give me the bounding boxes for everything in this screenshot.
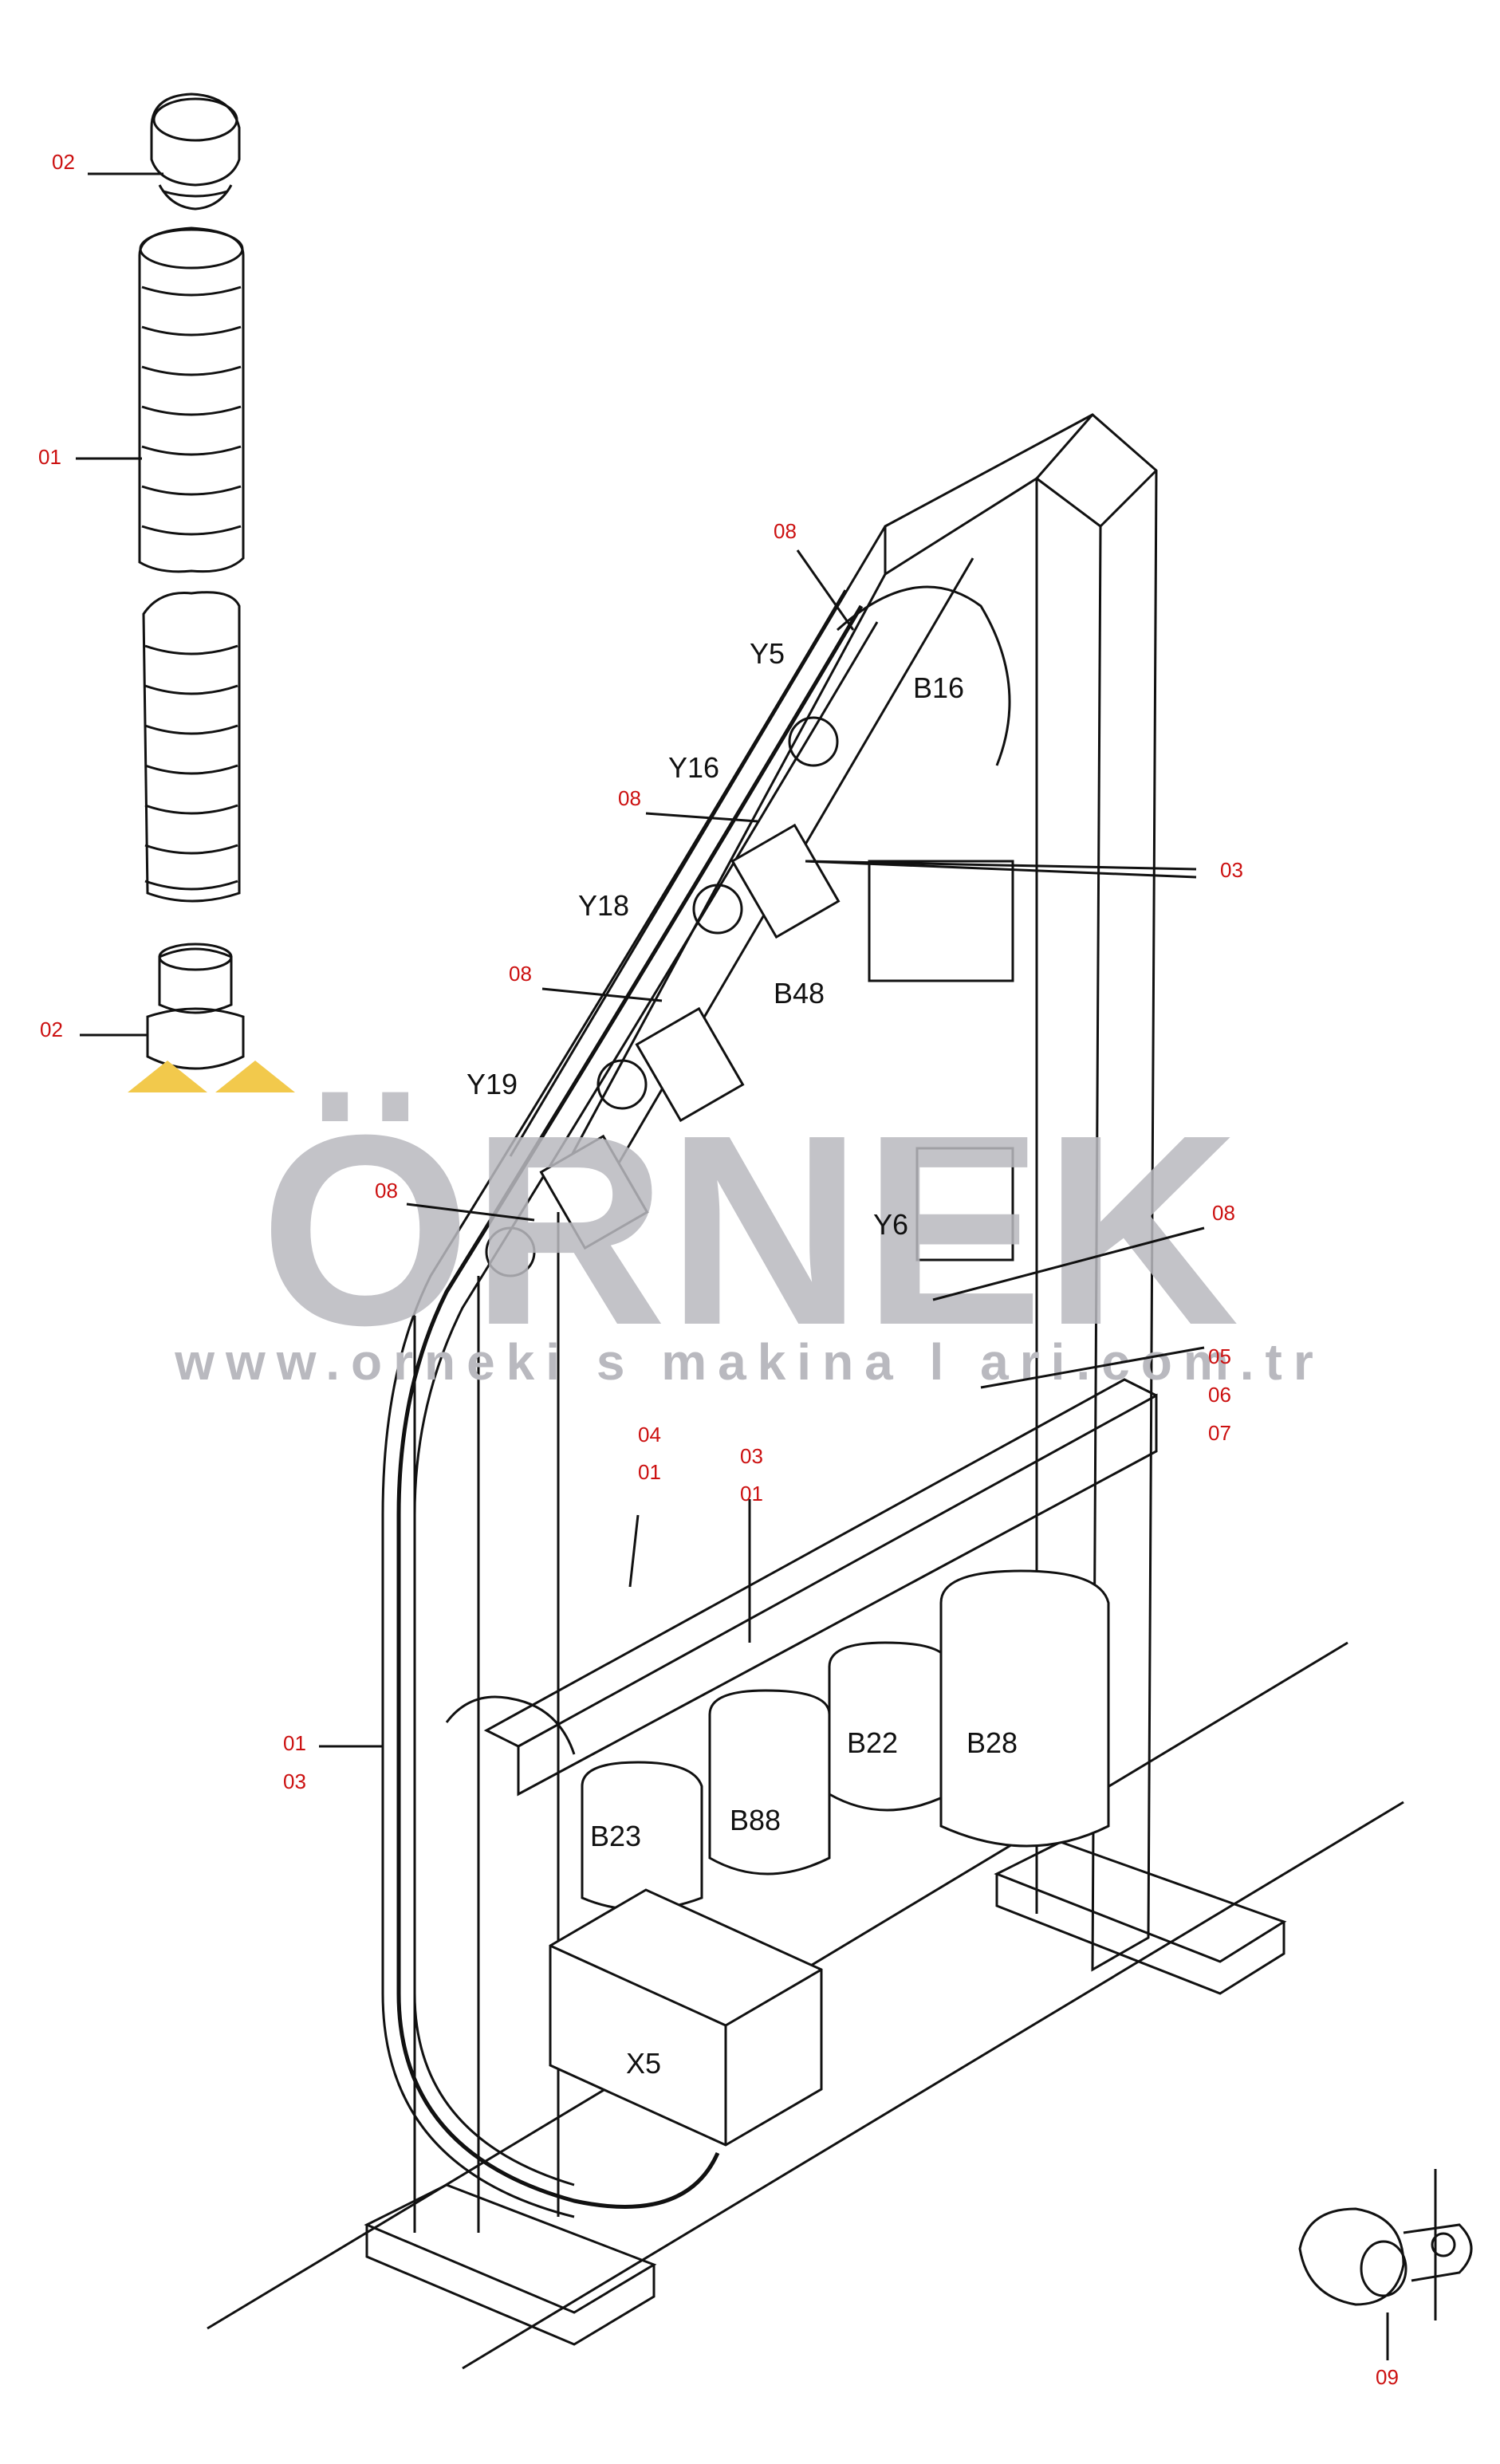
- watermark-brand: ÖRNEK: [260, 1079, 1239, 1382]
- label-y6: Y6: [873, 1208, 908, 1241]
- label-y16: Y16: [668, 751, 719, 784]
- callout-08-y18: 08: [509, 962, 532, 986]
- callout-08-y19: 08: [375, 1179, 398, 1202]
- callout-03-mid: 03: [740, 1444, 763, 1468]
- callout-02-bottom: 02: [40, 1017, 63, 1041]
- callout-02-top: 02: [52, 150, 75, 174]
- clamp-detail: [1298, 2169, 1473, 2320]
- label-b16: B16: [913, 671, 964, 704]
- top-cap: [150, 92, 241, 211]
- callouts: 02 01 02 08 08 03 08 08 08 05 06 07 04 0…: [38, 150, 1399, 2389]
- watermark-accent-right: [215, 1061, 295, 1092]
- hose-bundle: [381, 585, 1011, 2218]
- callout-06: 06: [1208, 1383, 1231, 1407]
- label-y5: Y5: [750, 637, 785, 670]
- label-y18: Y18: [578, 889, 629, 922]
- spiral-hose-lower: [142, 591, 241, 903]
- filters: [581, 1569, 1110, 1911]
- callout-08-top: 08: [774, 519, 797, 543]
- callout-09: 09: [1376, 2365, 1399, 2389]
- callout-01-left: 01: [283, 1731, 306, 1755]
- component-labels: Y5 B16 Y16 Y18 B48 Y19 Y6 B22 B28 B23 B8…: [467, 637, 1018, 2080]
- callout-03-right: 03: [1220, 858, 1243, 882]
- bottom-cap: [146, 943, 245, 1070]
- label-y19: Y19: [467, 1068, 518, 1100]
- label-b28: B28: [967, 1726, 1018, 1759]
- watermark-accent-left: [128, 1061, 207, 1092]
- leader-lines: [76, 172, 1389, 2360]
- label-x5: X5: [626, 2047, 661, 2080]
- callout-01-mid2: 01: [740, 1482, 763, 1506]
- label-b48: B48: [774, 977, 825, 1010]
- label-b22: B22: [847, 1726, 898, 1759]
- callout-08-y16: 08: [618, 786, 641, 810]
- callout-08-y6: 08: [1212, 1201, 1235, 1225]
- callout-01-hose: 01: [38, 445, 61, 469]
- label-b23: B23: [590, 1820, 641, 1852]
- callout-01-mid: 01: [638, 1460, 661, 1484]
- spiral-hose-upper: [138, 226, 245, 573]
- callout-03-left: 03: [283, 1769, 306, 1793]
- valve-blocks: [485, 716, 1014, 1277]
- label-b88: B88: [730, 1804, 781, 1836]
- junction-box-x5: [549, 1888, 823, 2147]
- callout-04: 04: [638, 1423, 661, 1447]
- callout-05: 05: [1208, 1344, 1231, 1368]
- watermark-url: www.orneki s makina l ari.com.tr: [174, 1333, 1325, 1391]
- watermark: ÖRNEK www.orneki s makina l ari.com.tr: [128, 1061, 1325, 1391]
- callout-07: 07: [1208, 1421, 1231, 1445]
